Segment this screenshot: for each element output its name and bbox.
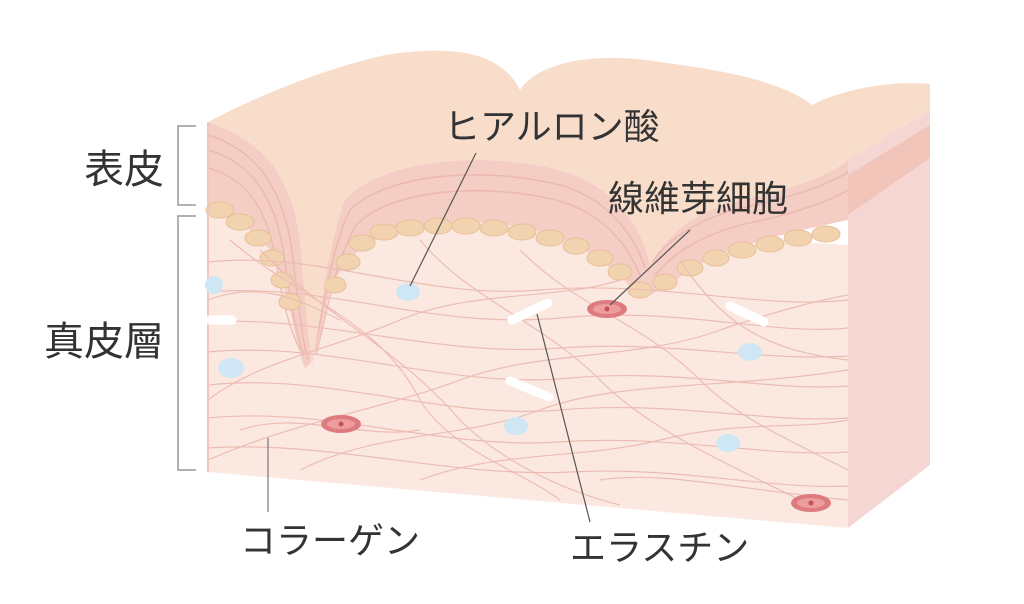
elastin-label: エラスチン xyxy=(570,528,750,569)
fibroblast-cell xyxy=(587,300,627,318)
elastin-fibers xyxy=(205,298,769,402)
fibroblasts xyxy=(321,300,831,512)
hyaluronic-acid-spot xyxy=(738,343,762,361)
epidermis-layer xyxy=(208,122,848,368)
hyaluronic-acid-leader xyxy=(409,152,477,287)
elastin-fiber xyxy=(725,301,769,327)
dermis-label: 真皮層 xyxy=(44,319,164,365)
side-face xyxy=(848,110,930,528)
dermis-bracket xyxy=(177,215,196,471)
dermis-layer xyxy=(208,205,848,528)
hyaluronic-acid-spot xyxy=(716,434,740,452)
hyaluronic-acid-spot xyxy=(218,358,244,378)
collagen-label: コラーゲン xyxy=(240,521,421,562)
fibroblast-cell xyxy=(321,415,361,433)
elastin-fiber xyxy=(505,376,554,402)
epidermis-label: 表皮 xyxy=(84,147,164,193)
side-epidermis-band xyxy=(848,125,930,215)
hyaluronic-acid-spot xyxy=(504,417,528,435)
elastin-leader xyxy=(536,313,591,523)
epidermis-bracket xyxy=(177,125,196,206)
fibroblast-cell xyxy=(791,494,831,512)
hyaluronic-acid-spot xyxy=(205,276,223,294)
elastin-fiber xyxy=(507,298,553,325)
hyaluronic-acid-label: ヒアルロン酸 xyxy=(444,107,660,148)
hyaluronic-acid-spots xyxy=(205,276,762,452)
hyaluronic-acid-spot xyxy=(396,283,420,301)
fibroblast-leader xyxy=(609,229,691,306)
fibroblast-label: 線維芽細胞 xyxy=(608,179,789,220)
skin-surface xyxy=(208,50,930,365)
